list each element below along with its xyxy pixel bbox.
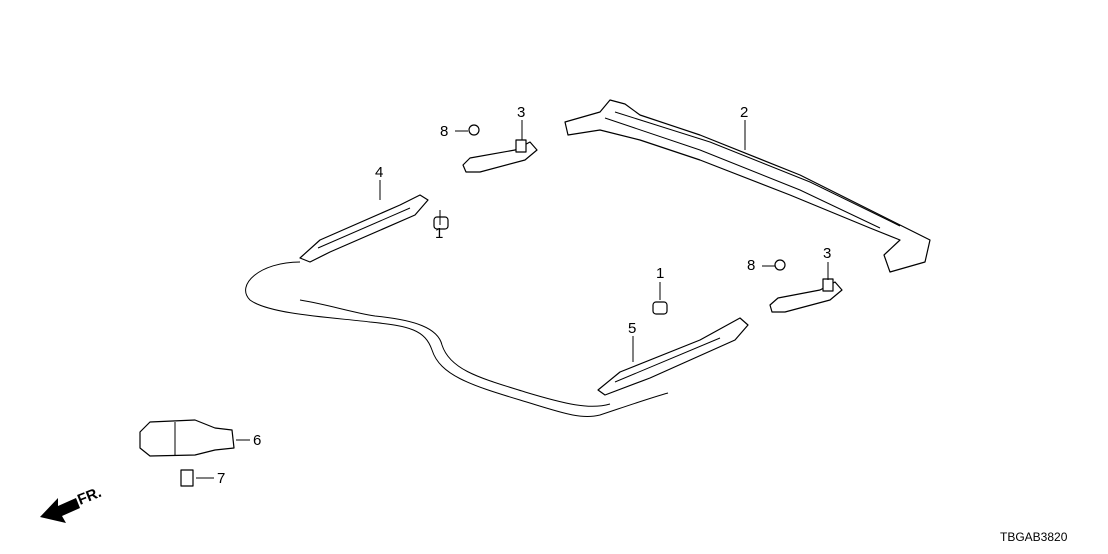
leader-lines [196,120,829,479]
rail-part-4[interactable] [299,194,429,263]
front-direction-indicator: FR. [40,484,104,523]
bolt-part-7[interactable] [180,469,194,487]
callout-8b: 8 [747,257,755,274]
screw-part-8b[interactable] [774,259,786,271]
diagram-code: TBGAB3820 [1000,530,1068,544]
bolt-part-1a[interactable] [433,216,449,230]
bolt-part-1b[interactable] [652,301,668,315]
callout-8a: 8 [440,123,448,140]
bracket-part-3a[interactable] [462,139,538,173]
rail-part-5[interactable] [597,317,749,396]
callout-1b: 1 [656,265,664,282]
callout-4: 4 [375,164,383,181]
callout-3b: 3 [823,245,831,262]
callout-5: 5 [628,320,636,337]
callout-3a: 3 [517,104,525,121]
front-arrow-icon [40,498,80,523]
callout-2: 2 [740,104,748,121]
drive-cable [245,261,669,418]
front-label: FR. [75,484,104,509]
motor-part-6[interactable] [139,419,235,457]
roof-frame-part-2[interactable] [564,99,931,273]
screw-part-8a[interactable] [468,124,480,136]
callout-6: 6 [253,432,261,449]
callout-1a: 1 [435,225,443,242]
bracket-part-3b[interactable] [769,278,843,313]
callout-7: 7 [217,470,225,487]
